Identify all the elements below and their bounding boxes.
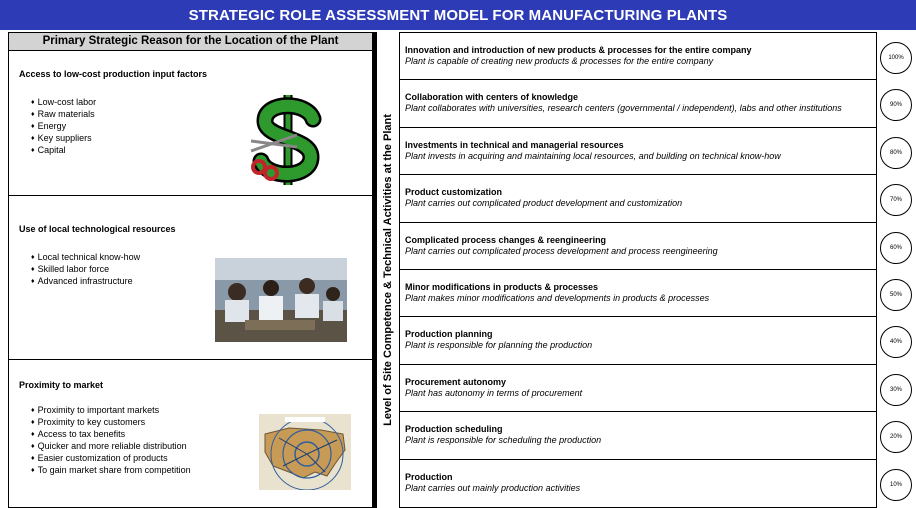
level-badge: 70% (880, 184, 912, 216)
activity-row: Collaboration with centers of knowledge … (400, 80, 876, 128)
level-badge: 100% (880, 42, 912, 74)
activity-description: Plant carries out complicated process de… (405, 245, 718, 256)
activity-title: Product customization (405, 187, 503, 198)
level-badge: 40% (880, 326, 912, 358)
activity-description: Plant carries out complicated product de… (405, 198, 683, 209)
dollar-sign-scissors-icon (250, 95, 322, 185)
level-badge: 90% (880, 89, 912, 121)
activity-title: Investments in technical and managerial … (405, 139, 624, 150)
activity-description: Plant collaborates with universities, re… (405, 103, 842, 114)
location-reasons-panel: Primary Strategic Reason for the Locatio… (8, 32, 373, 508)
factor-item: Low-cost labor (31, 97, 97, 109)
factor-list: Low-cost labor Raw materials Energy Key … (31, 97, 97, 157)
factor-item: Skilled labor force (31, 264, 140, 276)
level-badge: 60% (880, 232, 912, 264)
factor-item: To gain market share from competition (31, 465, 191, 477)
factor-item: Raw materials (31, 109, 96, 121)
reason-local-technology: Use of local technological resources Loc… (9, 196, 372, 360)
reason-title: Access to low-cost production input fact… (19, 69, 208, 79)
activity-title: Procurement autonomy (405, 376, 507, 387)
activity-row: Procurement autonomy Plant has autonomy … (400, 365, 876, 413)
axis-label-area: Level of Site Competence & Technical Act… (377, 32, 399, 508)
activity-description: Plant invests in acquiring and maintaini… (405, 150, 781, 161)
activity-description: Plant has autonomy in terms of procureme… (405, 387, 583, 398)
activity-title: Collaboration with centers of knowledge (405, 92, 579, 103)
activity-title: Production planning (405, 329, 493, 340)
level-badge: 30% (880, 374, 912, 406)
activity-description: Plant makes minor modifications and deve… (405, 293, 710, 303)
reason-title: Use of local technological resources (19, 224, 176, 234)
competence-axis-label: Level of Site Competence & Technical Act… (382, 114, 394, 426)
activity-title: Minor modifications in products & proces… (405, 282, 599, 292)
activity-row: Innovation and introduction of new produ… (400, 33, 876, 81)
factor-item: Advanced infrastructure (31, 276, 140, 288)
panel-divider (373, 32, 377, 508)
activities-panel: Innovation and introduction of new produ… (399, 32, 877, 508)
activity-row: Product customization Plant carries out … (400, 175, 876, 223)
activity-description: Plant is responsible for scheduling the … (405, 435, 602, 446)
factor-item: Energy (31, 121, 96, 133)
lab-workers-photo (215, 258, 347, 342)
activity-row: Minor modifications in products & proces… (400, 270, 876, 318)
factor-item: Local technical know-how (31, 252, 141, 264)
factor-list: Proximity to important markets Proximity… (31, 405, 191, 477)
activity-row: Production scheduling Plant is responsib… (400, 412, 876, 460)
activity-title: Production scheduling (405, 424, 503, 435)
activity-title: Complicated process changes & reengineer… (405, 234, 607, 245)
level-badge: 50% (880, 279, 912, 311)
activity-title: Production (405, 471, 453, 482)
level-badge: 80% (880, 137, 912, 169)
activity-row: Production planning Plant is responsible… (400, 317, 876, 365)
page-title: STRATEGIC ROLE ASSESSMENT MODEL FOR MANU… (0, 0, 916, 30)
factor-item: Easier customization of products (31, 453, 191, 465)
activity-description: Plant carries out mainly production acti… (405, 482, 581, 493)
activity-row: Complicated process changes & reengineer… (400, 223, 876, 270)
location-reasons-header: Primary Strategic Reason for the Locatio… (9, 33, 372, 51)
reason-title: Proximity to market (19, 380, 104, 390)
activity-row: Production Plant carries out mainly prod… (400, 460, 876, 507)
level-badge: 20% (880, 421, 912, 453)
factor-item: Proximity to important markets (31, 405, 191, 417)
factor-item: Key suppliers (31, 133, 96, 145)
factor-item: Capital (31, 145, 96, 157)
reason-low-cost-inputs: Access to low-cost production input fact… (9, 51, 372, 196)
factor-item: Quicker and more reliable distribution (31, 441, 191, 453)
activity-description: Plant is responsible for planning the pr… (405, 340, 593, 351)
activity-description: Plant is capable of creating new product… (405, 56, 714, 66)
factor-item: Proximity to key customers (31, 417, 191, 429)
reason-market-proximity: Proximity to market Proximity to importa… (9, 360, 372, 507)
level-badge: 10% (880, 469, 912, 501)
us-map-icon (259, 414, 351, 490)
activity-title: Innovation and introduction of new produ… (405, 45, 752, 55)
factor-item: Access to tax benefits (31, 429, 191, 441)
activity-row: Investments in technical and managerial … (400, 128, 876, 176)
factor-list: Local technical know-how Skilled labor f… (31, 252, 141, 288)
